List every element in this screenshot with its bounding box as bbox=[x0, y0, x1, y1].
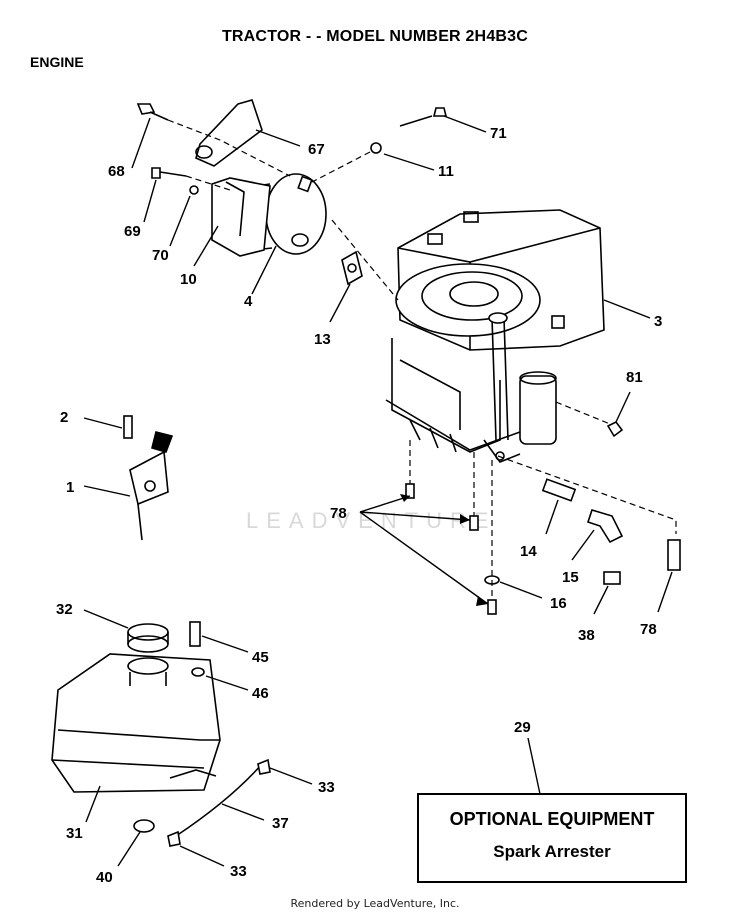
bolt-part-78-2[interactable] bbox=[469, 515, 479, 531]
callout-31: 31 bbox=[66, 825, 83, 842]
callout-33-b: 33 bbox=[230, 863, 247, 880]
callout-78-b: 78 bbox=[640, 621, 657, 638]
optional-equipment-box: OPTIONAL EQUIPMENT Spark Arrester bbox=[417, 793, 687, 883]
callout-70: 70 bbox=[152, 247, 169, 264]
bushing-part-40[interactable] bbox=[133, 819, 155, 833]
clamp-part-33b[interactable] bbox=[167, 830, 181, 847]
engine-part-3[interactable] bbox=[385, 209, 605, 463]
spark-arrester-label[interactable]: Spark Arrester bbox=[493, 842, 611, 861]
callout-2: 2 bbox=[60, 409, 68, 426]
callout-45: 45 bbox=[252, 649, 269, 666]
callout-69: 69 bbox=[124, 223, 141, 240]
nut-part-38[interactable] bbox=[603, 571, 621, 585]
screw-part-2[interactable] bbox=[123, 415, 133, 439]
callout-1: 1 bbox=[66, 479, 74, 496]
bolt-part-78-3[interactable] bbox=[487, 599, 497, 615]
fuel-tank-part-31[interactable] bbox=[51, 653, 221, 793]
screw-part-71[interactable] bbox=[399, 107, 448, 127]
nipple-part-14[interactable] bbox=[541, 478, 577, 502]
callout-10: 10 bbox=[180, 271, 197, 288]
callout-67: 67 bbox=[308, 141, 325, 158]
callout-40: 40 bbox=[96, 869, 113, 886]
screw-part-45[interactable] bbox=[189, 621, 201, 647]
bolt-part-78b[interactable] bbox=[667, 539, 681, 571]
callout-16: 16 bbox=[550, 595, 567, 612]
ring-part-11[interactable] bbox=[370, 142, 382, 154]
heat-shield-part-10[interactable] bbox=[211, 177, 271, 257]
clamp-part-33a[interactable] bbox=[257, 758, 271, 775]
gasket-part-13[interactable] bbox=[341, 250, 363, 286]
throttle-control-part-1[interactable] bbox=[129, 431, 174, 541]
screw-part-68[interactable] bbox=[136, 103, 169, 121]
bracket-part-67[interactable] bbox=[195, 99, 263, 167]
callout-38: 38 bbox=[578, 627, 595, 644]
callout-11: 11 bbox=[438, 163, 454, 180]
callout-33-a: 33 bbox=[318, 779, 335, 796]
callout-68: 68 bbox=[108, 163, 125, 180]
callout-4: 4 bbox=[244, 293, 253, 310]
bolt-part-78-1[interactable] bbox=[405, 483, 415, 499]
elbow-part-15[interactable] bbox=[586, 509, 624, 544]
callout-3: 3 bbox=[654, 313, 662, 330]
page-title: TRACTOR - - MODEL NUMBER 2H4B3C bbox=[221, 28, 529, 45]
callout-71: 71 bbox=[490, 125, 507, 142]
fuel-cap-part-32[interactable] bbox=[127, 623, 169, 653]
callout-15: 15 bbox=[562, 569, 579, 586]
nut-part-81[interactable] bbox=[606, 420, 624, 438]
section-label: ENGINE bbox=[30, 54, 84, 70]
callout-78-a: 78 bbox=[330, 505, 347, 522]
washer-part-70[interactable] bbox=[189, 185, 199, 195]
callout-13: 13 bbox=[314, 331, 331, 348]
callout-14: 14 bbox=[520, 543, 537, 560]
footer-credit: Rendered by LeadVenture, Inc. bbox=[290, 897, 460, 910]
optional-equipment-heading: OPTIONAL EQUIPMENT bbox=[449, 809, 655, 829]
fuel-line-part-37[interactable] bbox=[175, 763, 263, 837]
callout-32: 32 bbox=[56, 601, 73, 618]
callout-29: 29 bbox=[514, 719, 531, 736]
screw-part-69[interactable] bbox=[151, 167, 187, 179]
washer-part-46[interactable] bbox=[191, 667, 205, 677]
washer-part-16[interactable] bbox=[484, 575, 500, 585]
callout-46: 46 bbox=[252, 685, 269, 702]
callout-81: 81 bbox=[626, 369, 643, 386]
callout-37: 37 bbox=[272, 815, 289, 832]
